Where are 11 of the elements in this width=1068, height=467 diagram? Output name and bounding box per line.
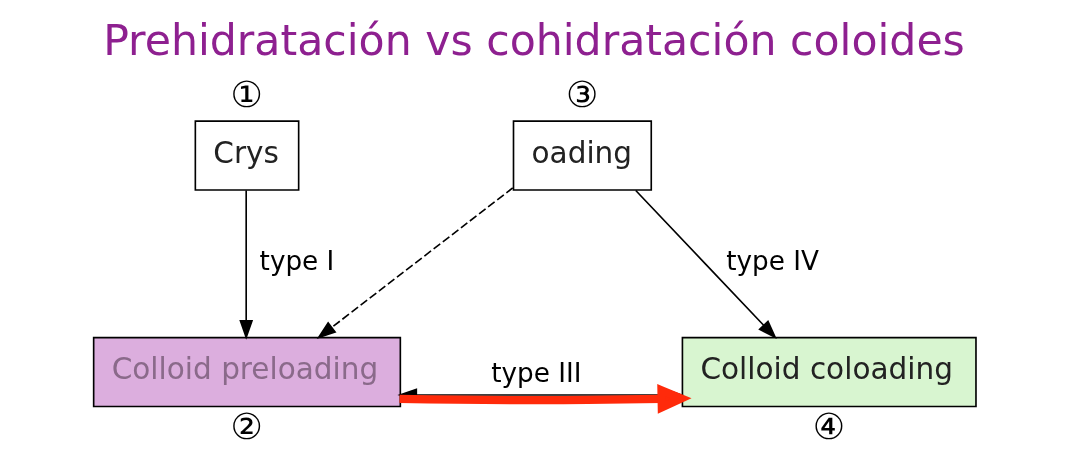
node-label: ① xyxy=(230,74,263,117)
edge-label: type I xyxy=(259,246,335,277)
edge-label: type III xyxy=(491,357,582,388)
diagram-title: Prehidratación vs cohidratación coloides xyxy=(103,15,965,66)
node-label: ③ xyxy=(565,74,599,117)
node-label: ② xyxy=(230,405,263,448)
arrow xyxy=(239,189,254,340)
edge-label: type IV xyxy=(726,246,819,277)
node-label: ④ xyxy=(812,405,846,448)
arrow xyxy=(634,189,777,340)
arrow xyxy=(316,187,514,340)
